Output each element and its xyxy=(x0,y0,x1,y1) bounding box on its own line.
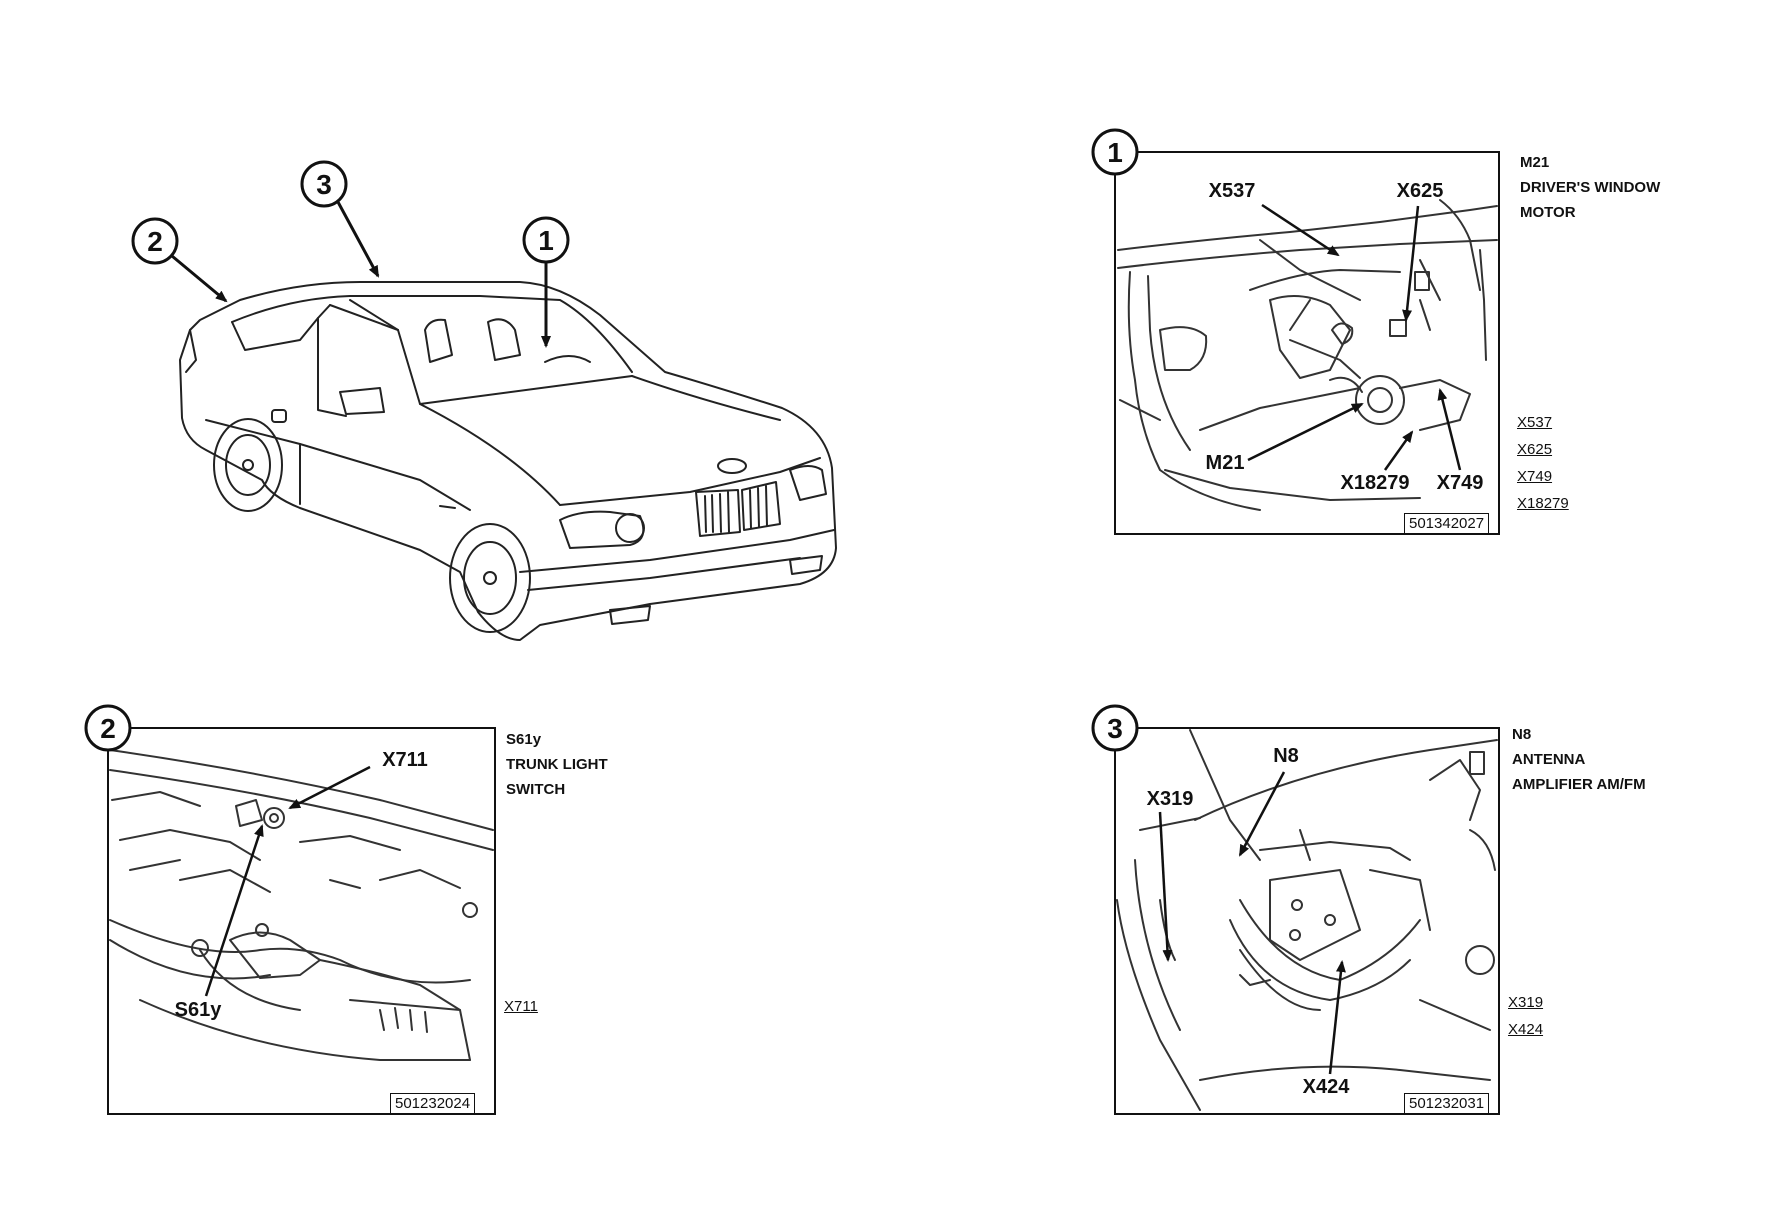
panel-2-connector-x711: X711 xyxy=(504,998,538,1015)
panel-1-number: 1 xyxy=(1107,137,1123,168)
panel-1-callout-x537: X537 xyxy=(1209,180,1256,202)
panel-2-callout-x711: X711 xyxy=(382,749,428,771)
panel-1-figure-code: 501342027 xyxy=(1404,513,1490,534)
panel-2-number-badge xyxy=(84,704,132,752)
panel-1-callout-m21: M21 xyxy=(1206,452,1245,474)
panel-1-illustration xyxy=(1117,199,1498,511)
panel-3-illustration xyxy=(1116,729,1498,1111)
panel-3-number: 3 xyxy=(1107,713,1123,744)
panel-2-number: 2 xyxy=(100,713,116,744)
panel-2-side-label: S61y TRUNK LIGHT SWITCH xyxy=(506,727,608,802)
panel-3-connector-x424: X424 xyxy=(1508,1021,1544,1038)
panel-2-callout-s61y: S61y xyxy=(175,999,223,1021)
panel-3: 3 X319 N8 X424 xyxy=(1091,704,1500,1115)
panel-3-callout-n8: N8 xyxy=(1273,745,1299,767)
panel-1-connector-x537: X537 xyxy=(1517,414,1553,431)
panel-1-connector-list: X537 X625 X749 X18279 xyxy=(1517,409,1569,517)
panel-1-connector-x625: X625 xyxy=(1517,441,1553,458)
panel-2-connector-list: X711 xyxy=(504,993,538,1020)
panel-1-callout-x749: X749 xyxy=(1437,472,1484,494)
panel-3-frame xyxy=(1114,727,1500,1115)
panel-3-number-badge xyxy=(1091,704,1139,752)
panel-3-side-label: N8 ANTENNA AMPLIFIER AM/FM xyxy=(1512,722,1646,797)
panel-3-side-label-line-1: N8 xyxy=(1512,726,1532,743)
panel-1-connector-x18279: X18279 xyxy=(1517,495,1569,512)
panel-1-connector-x749: X749 xyxy=(1517,468,1553,485)
panel-1-side-label-line-2: DRIVER'S WINDOW xyxy=(1520,179,1661,196)
car-illustration xyxy=(179,281,837,641)
panel-2-side-label-line-1: S61y xyxy=(506,731,542,748)
overview-marker-3: 3 xyxy=(300,160,380,278)
panel-2: 2 X711 S61y xyxy=(84,704,496,1115)
panel-2-side-label-line-3: SWITCH xyxy=(506,781,566,798)
panel-3-side-label-line-2: ANTENNA xyxy=(1512,751,1586,768)
panel-3-figure-code: 501232031 xyxy=(1404,1093,1490,1114)
panel-1: 1 X537 X625 M21 X18279 X749 xyxy=(1091,128,1500,535)
panel-3-connector-list: X319 X424 xyxy=(1508,989,1543,1043)
panel-2-illustration xyxy=(109,749,494,1061)
overview-marker-2: 2 xyxy=(131,217,228,303)
panel-1-number-badge xyxy=(1091,128,1139,176)
panel-2-frame xyxy=(107,727,496,1115)
overview-marker-1-label: 1 xyxy=(538,225,554,256)
panel-1-callout-x625: X625 xyxy=(1397,180,1444,202)
overview-marker-1: 1 xyxy=(522,216,570,348)
panel-1-side-label-line-1: M21 xyxy=(1520,154,1550,171)
panel-1-side-label-line-3: MOTOR xyxy=(1520,204,1576,221)
panel-1-side-label: M21 DRIVER'S WINDOW MOTOR xyxy=(1520,150,1660,225)
overview-marker-3-label: 3 xyxy=(316,169,332,200)
panel-2-side-label-line-2: TRUNK LIGHT xyxy=(506,756,608,773)
panel-3-connector-x319: X319 xyxy=(1508,994,1544,1011)
panel-1-callout-x18279: X18279 xyxy=(1341,472,1410,494)
panel-2-figure-code: 501232024 xyxy=(390,1093,476,1114)
panel-3-callout-x424: X424 xyxy=(1303,1076,1351,1098)
overview-marker-2-label: 2 xyxy=(147,226,163,257)
panel-3-side-label-line-3: AMPLIFIER AM/FM xyxy=(1512,776,1646,793)
panel-3-callout-x319: X319 xyxy=(1147,788,1194,810)
